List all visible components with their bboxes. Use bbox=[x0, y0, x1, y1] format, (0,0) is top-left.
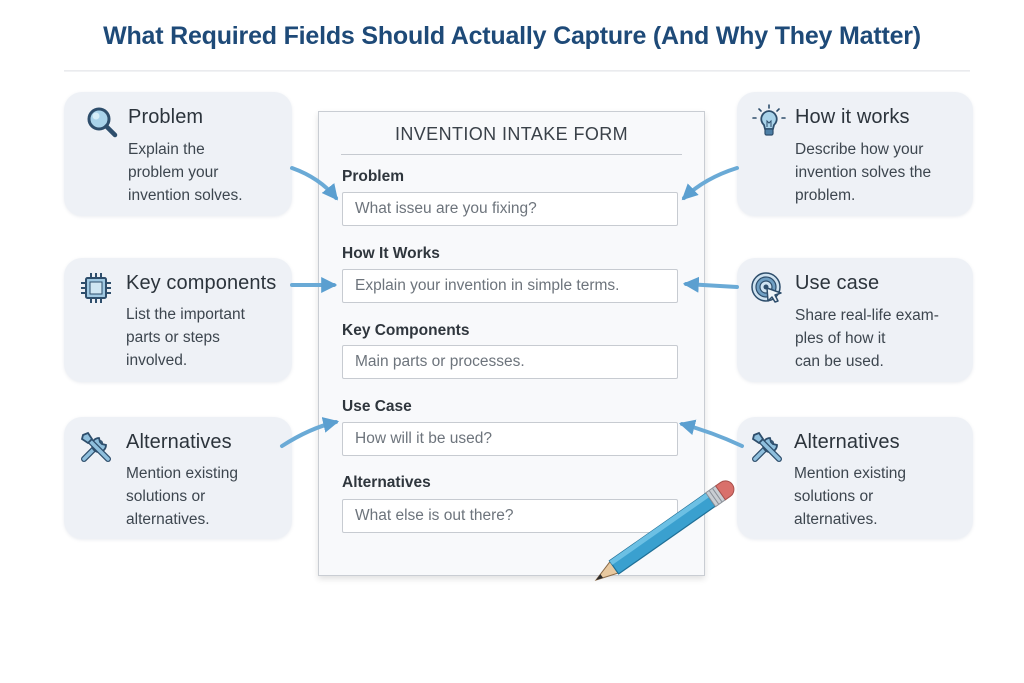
how-it-works-input[interactable] bbox=[342, 269, 678, 303]
card-title: Alternatives bbox=[794, 431, 900, 453]
field-label-use-case: Use Case bbox=[342, 398, 412, 415]
form-title: INVENTION INTAKE FORM bbox=[394, 124, 629, 144]
field-label-alternatives: Alternatives bbox=[342, 474, 431, 491]
card-how-it-works: How it works Describe how your invention… bbox=[737, 92, 973, 216]
card-title: Use case bbox=[795, 272, 880, 294]
tools-icon bbox=[751, 431, 782, 462]
card-use-case: Use case Share real-life exam- ples of h… bbox=[737, 258, 973, 382]
chip-icon bbox=[81, 273, 111, 303]
card-description: Explain the problem your invention solve… bbox=[128, 141, 243, 204]
lightbulb-icon bbox=[752, 104, 786, 136]
card-description: Share real-life exam- ples of how it can… bbox=[795, 307, 939, 370]
alternatives-input[interactable] bbox=[342, 499, 678, 533]
use-case-input[interactable] bbox=[342, 422, 678, 456]
card-description: Describe how your invention solves the p… bbox=[795, 141, 932, 204]
field-label-key-components: Key Components bbox=[342, 322, 470, 339]
card-title: How it works bbox=[795, 106, 910, 128]
card-problem: Problem Explain the problem your inventi… bbox=[64, 92, 292, 216]
card-title: Key components bbox=[126, 272, 277, 294]
page-title: What Required Fields Should Actually Cap… bbox=[103, 22, 921, 50]
card-key-components: Key components List the important parts … bbox=[64, 258, 292, 382]
magnifier-icon bbox=[87, 107, 118, 138]
card-title: Problem bbox=[128, 106, 204, 128]
invention-intake-form: INVENTION INTAKE FORM Problem How It Wor… bbox=[318, 111, 705, 576]
form-divider bbox=[341, 154, 682, 155]
card-alternatives-right: Alternatives Mention existing solutions … bbox=[737, 417, 973, 539]
card-description: Mention existing solutions or alternativ… bbox=[126, 465, 239, 528]
title-divider bbox=[64, 70, 970, 72]
problem-input[interactable] bbox=[342, 192, 678, 226]
card-title: Alternatives bbox=[126, 431, 232, 453]
tools-icon bbox=[80, 431, 111, 462]
card-description: Mention existing solutions or alternativ… bbox=[794, 465, 907, 528]
card-description: List the important parts or steps involv… bbox=[126, 306, 245, 369]
field-label-problem: Problem bbox=[342, 168, 405, 185]
target-cursor-icon bbox=[751, 272, 782, 303]
field-label-how-it-works: How It Works bbox=[342, 245, 440, 262]
key-components-input[interactable] bbox=[342, 345, 678, 379]
card-alternatives-left: Alternatives Mention existing solutions … bbox=[64, 417, 292, 539]
